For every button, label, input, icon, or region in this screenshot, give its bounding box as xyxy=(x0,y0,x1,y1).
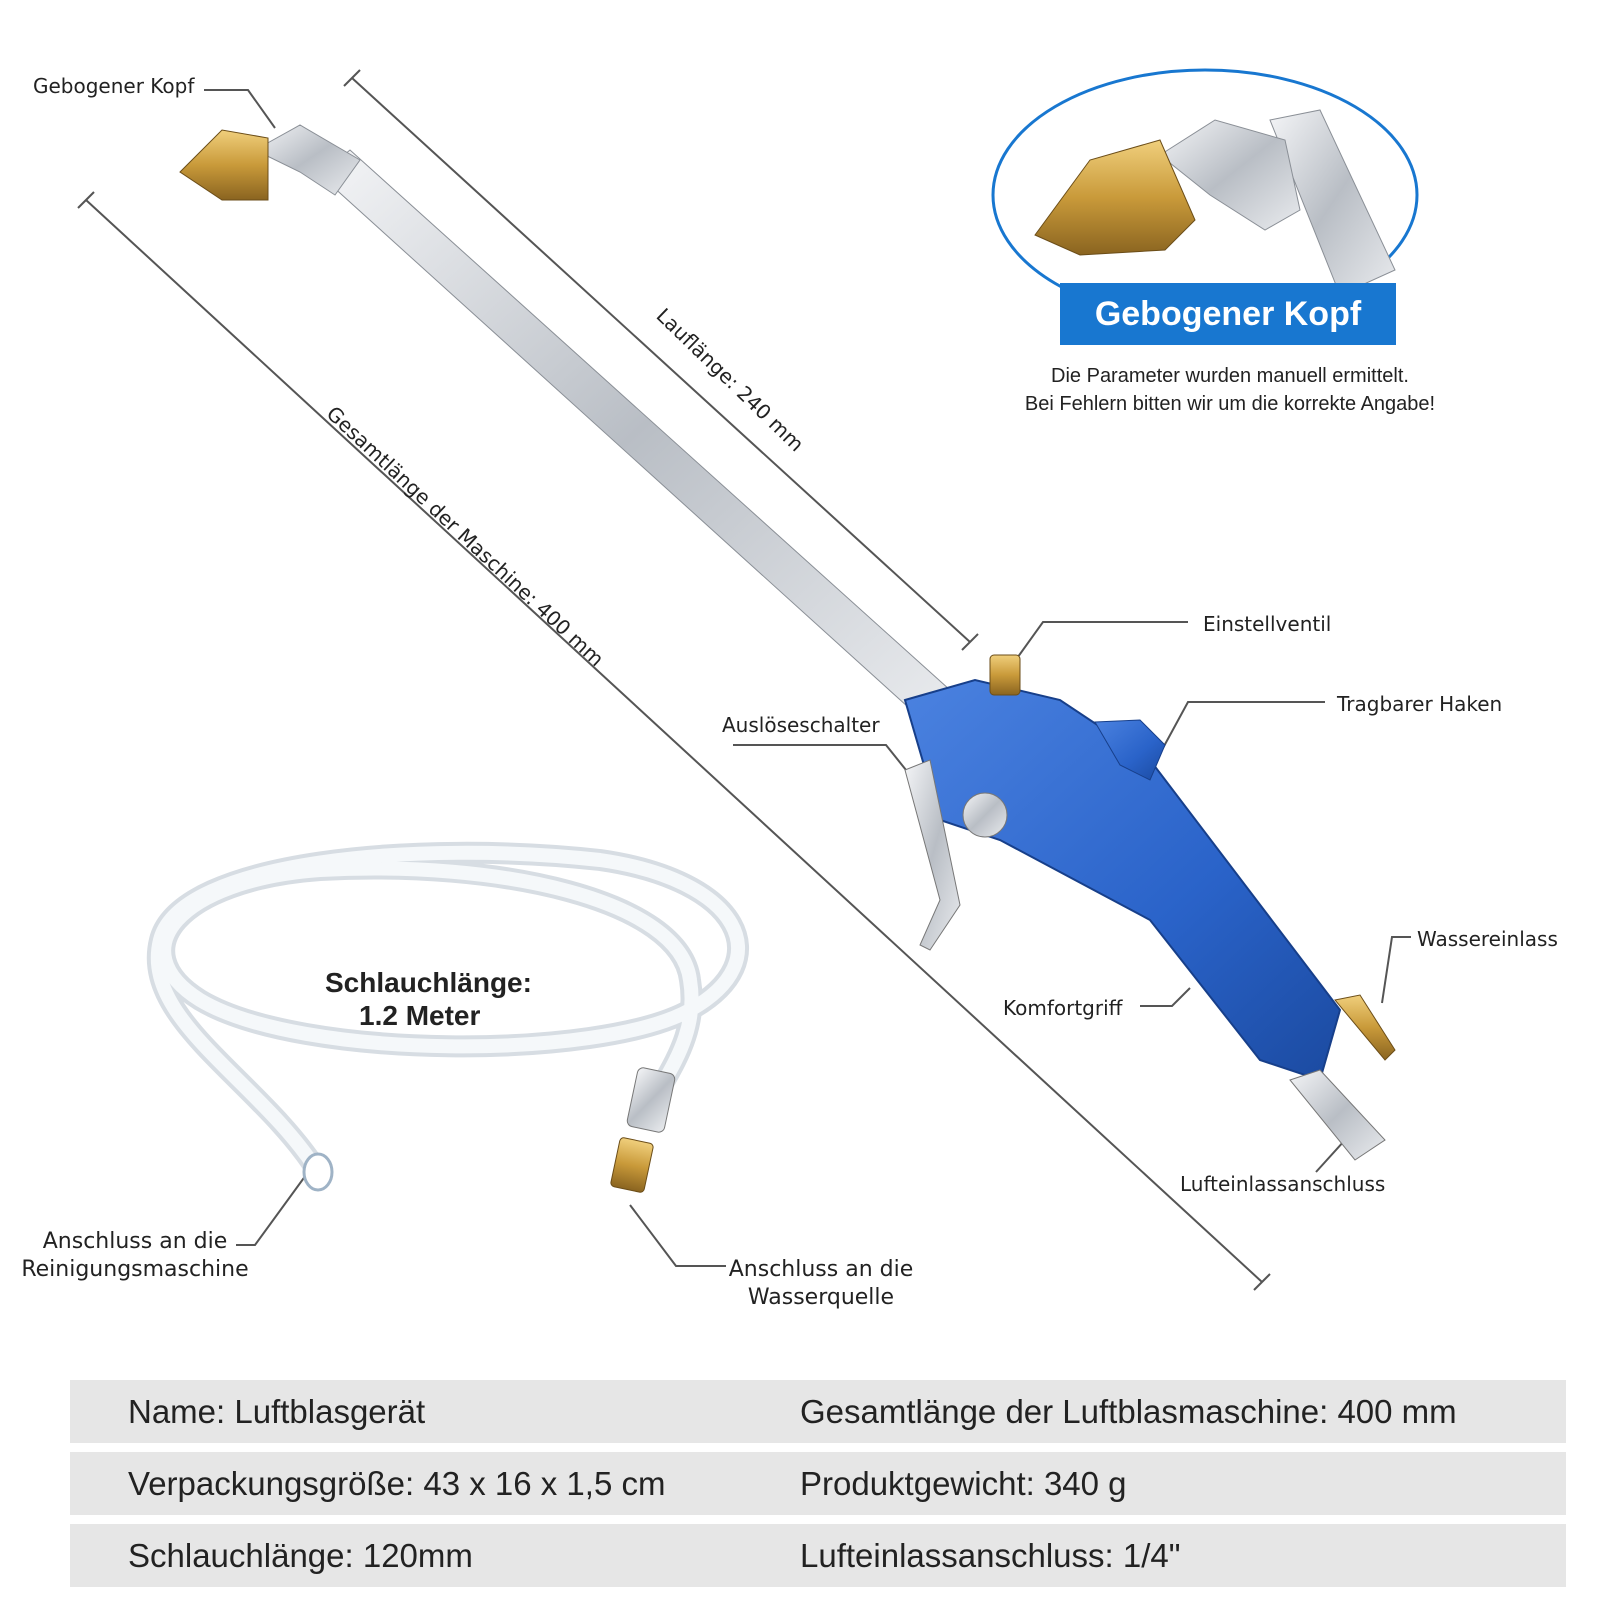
hose-length-caption: Schlauchlänge: 1.2 Meter xyxy=(325,967,532,1031)
blow-gun xyxy=(179,124,1396,1161)
total-length-dimension-line xyxy=(77,191,1271,1291)
spec-cell: Name: Luftblasgerät xyxy=(128,1392,426,1430)
leader-lines xyxy=(204,89,1411,1267)
spec-row: Verpackungsgröße: 43 x 16 x 1,5 cm Produ… xyxy=(70,1452,1566,1515)
run-length-dimension-line xyxy=(343,69,979,651)
label-cleaner-connection: Anschluss an die Reinigungsmaschine xyxy=(21,1229,249,1282)
spec-row: Schlauchlänge: 120mm Lufteinlassanschlus… xyxy=(70,1524,1566,1587)
label-trigger: Auslöseschalter xyxy=(722,713,880,737)
callout-title: Gebogener Kopf xyxy=(1060,283,1396,345)
label-bent-head: Gebogener Kopf xyxy=(33,74,195,98)
label-water-source-connection: Anschluss an die Wasserquelle xyxy=(728,1257,914,1310)
label-comfort-grip: Komfortgriff xyxy=(1003,996,1123,1020)
spec-cell: Schlauchlänge: 120mm xyxy=(128,1536,473,1574)
label-air-inlet: Lufteinlassanschluss xyxy=(1180,1172,1386,1196)
label-adjust-valve: Einstellventil xyxy=(1203,612,1332,636)
spec-row: Name: Luftblasgerät Gesamtlänge der Luft… xyxy=(70,1380,1566,1443)
spec-cell: Produktgewicht: 340 g xyxy=(800,1464,1127,1502)
label-water-inlet: Wassereinlass xyxy=(1417,927,1558,951)
callout-note: Die Parameter wurden manuell ermittelt. … xyxy=(1024,365,1436,415)
spec-cell: Gesamtlänge der Luftblasmaschine: 400 mm xyxy=(800,1392,1457,1430)
transparent-hose xyxy=(146,841,750,1192)
spec-cell: Lufteinlassanschluss: 1/4" xyxy=(800,1536,1181,1574)
label-portable-hook: Tragbarer Haken xyxy=(1337,692,1503,716)
spec-cell: Verpackungsgröße: 43 x 16 x 1,5 cm xyxy=(128,1464,666,1502)
bent-head-callout-magnifier xyxy=(991,68,1419,322)
hose-fitting xyxy=(610,1067,676,1193)
